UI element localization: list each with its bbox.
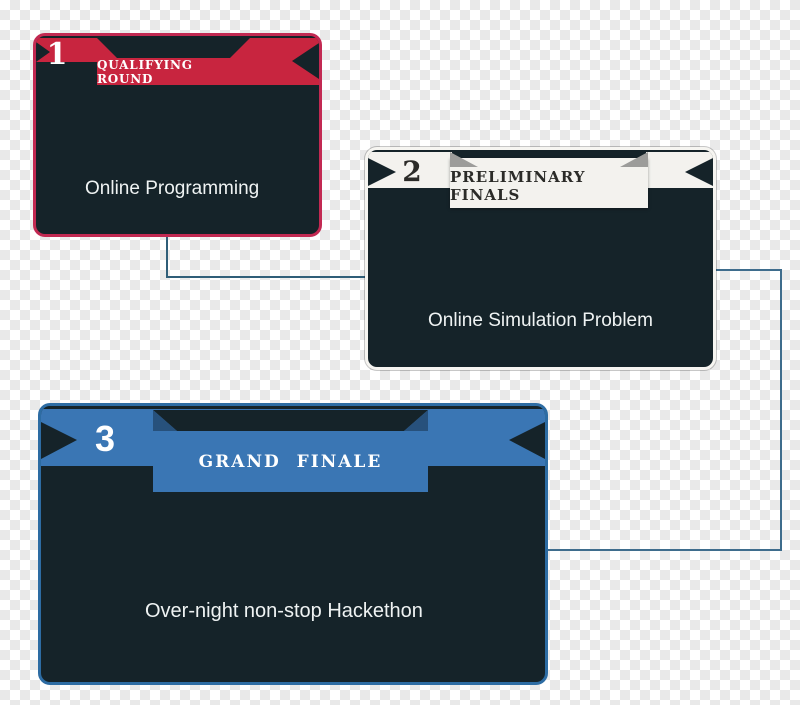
ribbon-label: QUALIFYING ROUND xyxy=(97,57,193,86)
stage-description: Online Simulation Problem xyxy=(368,256,713,367)
ribbon-label: PRELIMINARY FINALS xyxy=(450,168,586,204)
ribbon-label-box: PRELIMINARY FINALS xyxy=(450,158,648,208)
stage-card-2: PRELIMINARY FINALS 2 Online Simulation P… xyxy=(365,147,716,370)
ribbon-fold-gap xyxy=(452,152,646,159)
stage-description: Online Programming Coding Challenge xyxy=(85,121,260,234)
ribbon-fold-gap xyxy=(153,410,428,431)
connector-line-1-2-horizontal xyxy=(166,276,368,278)
description-line: Over-night non-stop Hackethon xyxy=(145,600,423,622)
connector-line-2-3-horizontal-top xyxy=(714,269,782,271)
stage-card-3: GRAND FINALE 3 Over-night non-stop Hacke… xyxy=(38,403,548,685)
ribbon-label-box: QUALIFYING ROUND xyxy=(97,57,250,86)
description-line: Online Simulation Problem xyxy=(428,310,653,331)
stage-number: 2 xyxy=(402,155,422,188)
stage-number: 1 xyxy=(46,37,68,72)
stage-card-1: QUALIFYING ROUND 1 Online Programming Co… xyxy=(33,33,322,237)
connector-line-1-2-vertical xyxy=(166,237,168,278)
stage-number: 3 xyxy=(94,418,116,459)
connector-line-2-3-horizontal-bottom xyxy=(546,549,782,551)
connector-line-2-3-vertical xyxy=(780,269,782,551)
description-line: Online Programming xyxy=(85,178,260,199)
stage-description: Over-night non-stop Hackethon @ Snapdeal… xyxy=(145,539,423,685)
ribbon-label-box: GRAND FINALE xyxy=(153,431,428,492)
description-line: @ Snapdeal's Gurgaon HQ xyxy=(145,684,423,685)
ribbon-fold-gap xyxy=(97,38,250,58)
ribbon-label: GRAND FINALE xyxy=(198,451,383,472)
